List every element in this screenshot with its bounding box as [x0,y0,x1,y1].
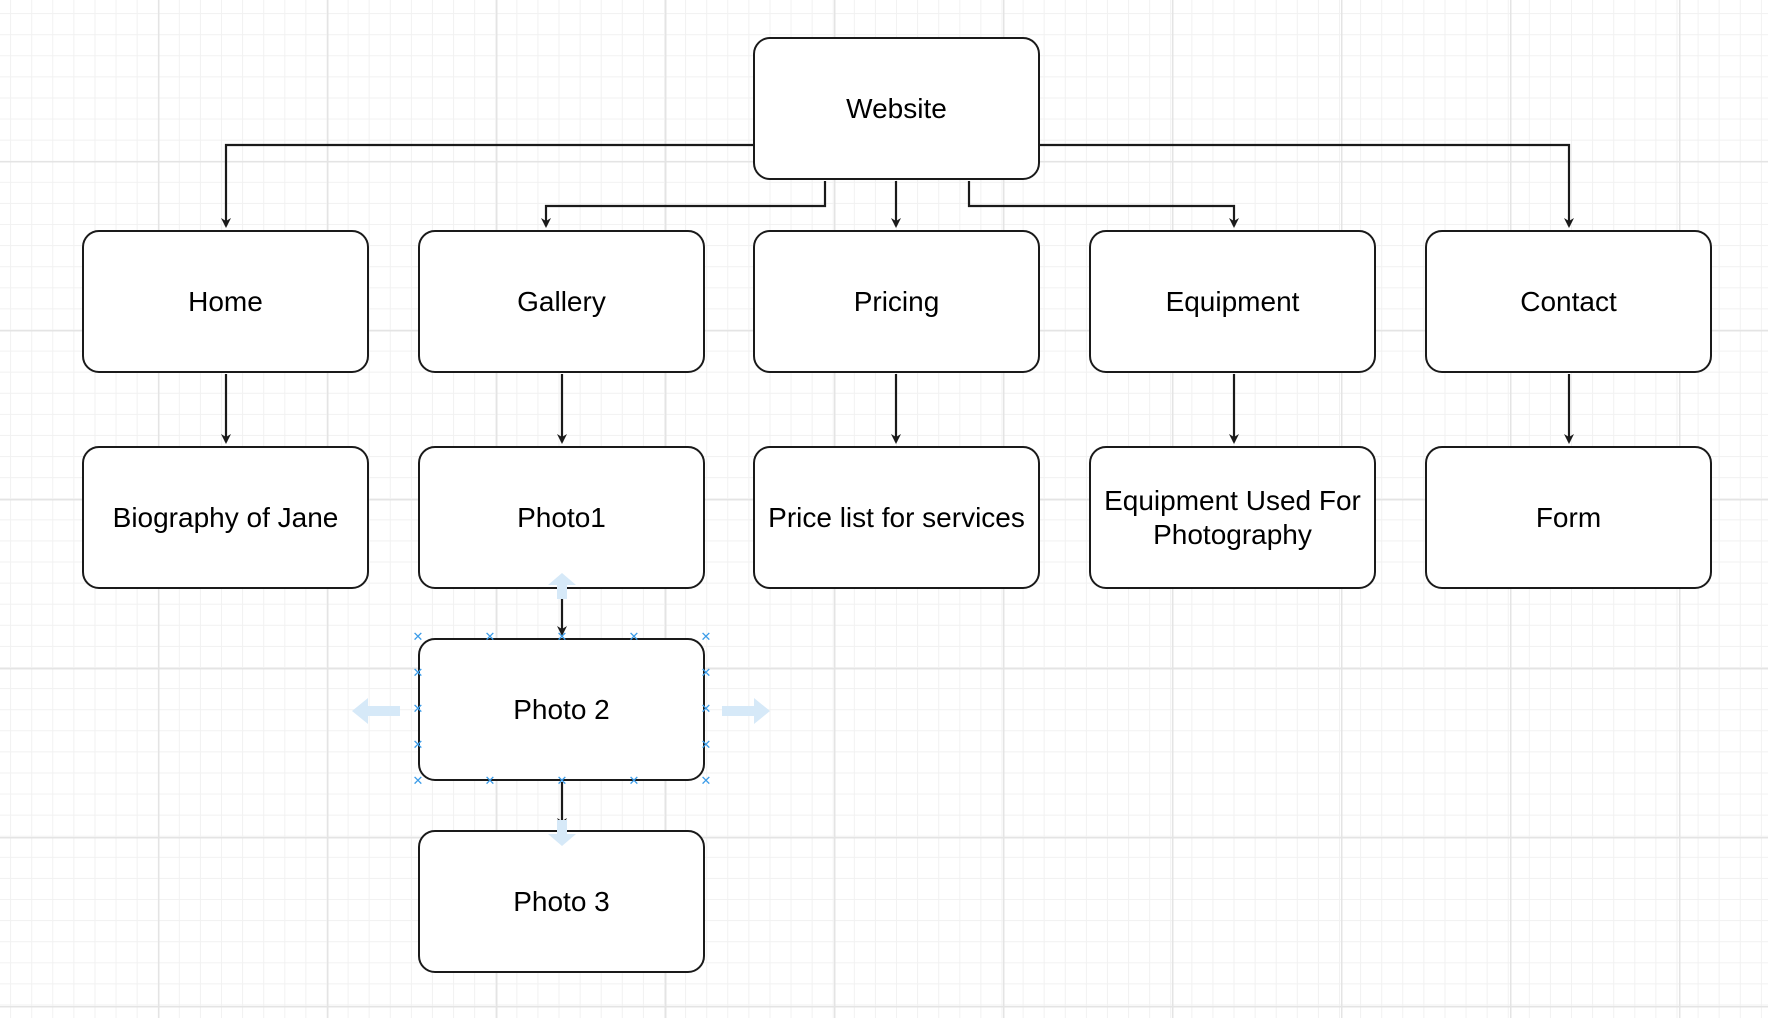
node-label: Contact [1520,285,1617,317]
node-contact[interactable]: Contact [1425,230,1712,373]
connection-point-icon[interactable]: ✕ [700,666,712,681]
arrow-up-icon[interactable] [548,573,576,599]
node-label: Equipment Used For Photography [1104,484,1361,550]
node-gallery[interactable]: Gallery [418,230,705,373]
node-photo2[interactable]: Photo 2 [418,638,705,781]
node-label: Gallery [517,285,606,317]
node-price-list[interactable]: Price list for services [753,446,1040,589]
node-label: Biography of Jane [112,501,339,533]
node-home[interactable]: Home [82,230,369,373]
node-label: Photo 3 [513,885,610,917]
arrow-right-icon[interactable] [722,698,770,724]
connection-point-icon[interactable]: ✕ [700,630,712,645]
connection-point-icon[interactable]: ✕ [412,774,424,789]
connection-point-icon[interactable]: ✕ [628,630,640,645]
node-label: Home [188,285,263,317]
node-equipment-used[interactable]: Equipment Used For Photography [1089,446,1376,589]
connection-point-icon[interactable]: ✕ [412,666,424,681]
connection-point-icon[interactable]: ✕ [556,774,568,789]
arrow-down-icon[interactable] [548,820,576,846]
node-label: Website [846,92,947,124]
node-label: Photo1 [517,501,606,533]
connector-website-equipment[interactable] [967,181,1239,228]
connector-website-home[interactable] [221,143,753,228]
connection-point-icon[interactable]: ✕ [412,738,424,753]
node-label: Form [1535,501,1602,533]
node-equipment[interactable]: Equipment [1089,230,1376,373]
arrow-left-icon[interactable] [352,698,400,724]
node-label: Photo 2 [513,693,610,725]
connection-point-icon[interactable]: ✕ [700,774,712,789]
connection-point-icon[interactable]: ✕ [556,630,568,645]
node-biography[interactable]: Biography of Jane [82,446,369,589]
node-form[interactable]: Form [1425,446,1712,589]
connection-point-icon[interactable]: ✕ [628,774,640,789]
connector-website-contact[interactable] [1040,143,1574,228]
connector-website-gallery[interactable] [541,181,827,228]
connection-point-icon[interactable]: ✕ [484,774,496,789]
node-label: Pricing [853,285,940,317]
node-photo3[interactable]: Photo 3 [418,830,705,973]
node-pricing[interactable]: Pricing [753,230,1040,373]
connection-point-icon[interactable]: ✕ [700,738,712,753]
connection-point-icon[interactable]: ✕ [484,630,496,645]
connection-point-icon[interactable]: ✕ [412,702,424,717]
node-website[interactable]: Website [753,37,1040,180]
connection-point-icon[interactable]: ✕ [412,630,424,645]
node-photo1[interactable]: Photo1 [418,446,705,589]
connection-point-icon[interactable]: ✕ [700,702,712,717]
node-label: Equipment [1165,285,1300,317]
node-label: Price list for services [768,501,1025,533]
